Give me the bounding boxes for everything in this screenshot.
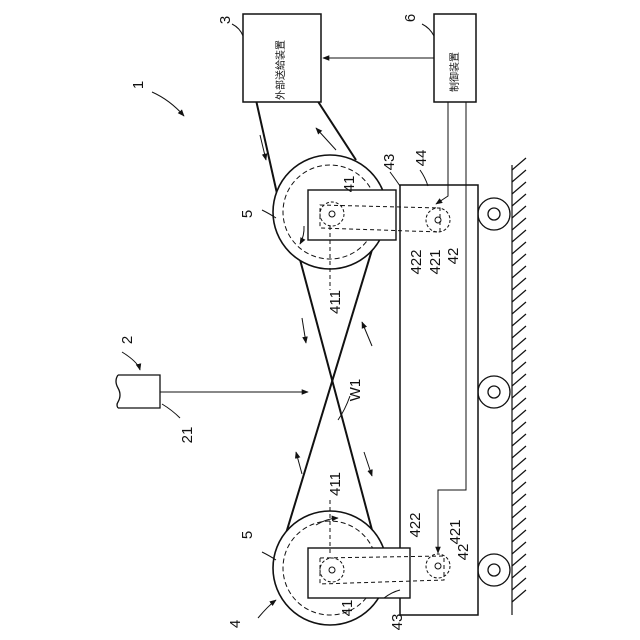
floor-hatch-line: [512, 302, 526, 314]
floor-hatch-line: [512, 530, 526, 542]
label-wire: W1: [347, 379, 364, 402]
label-controller: 6: [402, 14, 419, 22]
label-feeder: 3: [217, 16, 234, 24]
leader-lines: [122, 24, 434, 618]
label-machine: 4: [227, 620, 244, 628]
label-pulley-top: 5: [239, 210, 256, 218]
floor-hatch-line: [512, 158, 526, 170]
label-system: 1: [130, 81, 147, 89]
label-42-bottom: 42: [455, 544, 472, 561]
floor-hatch-line: [512, 326, 526, 338]
label-421-bottom: 421: [447, 519, 464, 544]
floor-hatch-line: [512, 254, 526, 266]
floor-hatch-line: [512, 434, 526, 446]
label-arm-top: 411: [327, 290, 344, 314]
floor-hatch-line: [512, 578, 526, 590]
floor-hatch-line: [512, 170, 526, 182]
floor-hatch-line: [512, 242, 526, 254]
floor-hatch-line: [512, 542, 526, 554]
label-carriage: 44: [413, 150, 430, 167]
floor-hatch-line: [512, 494, 526, 506]
floor-hatch-line: [512, 194, 526, 206]
label-pulley-bottom: 5: [239, 531, 256, 539]
floor-hatch-line: [512, 422, 526, 434]
label-mount-bottom: 43: [389, 614, 406, 631]
floor-hatch-line: [512, 470, 526, 482]
floor-hatch-line: [512, 410, 526, 422]
support-roller-bottom: [478, 554, 510, 586]
label-421-top: 421: [427, 249, 444, 274]
floor-hatch-line: [512, 182, 526, 194]
floor-hatch-line: [512, 518, 526, 530]
floor-hatch-line: [512, 590, 526, 602]
external-feeder-label: 外部送給装置: [274, 40, 287, 100]
floor-hatch-line: [512, 446, 526, 458]
floor-hatch-line: [512, 266, 526, 278]
floor-hatch-line: [512, 458, 526, 470]
floor-hatch-line: [512, 206, 526, 218]
floor-hatch-line: [512, 290, 526, 302]
floor-hatch-line: [512, 230, 526, 242]
floor-hatch-line: [512, 554, 526, 566]
floor-hatch-line: [512, 482, 526, 494]
floor-hatch-line: [512, 350, 526, 362]
label-pin-top: 41: [341, 176, 358, 193]
floor-hatch-line: [512, 506, 526, 518]
label-sensor-head: 21: [179, 427, 196, 444]
floor: [512, 158, 526, 615]
floor-hatch-line: [512, 314, 526, 326]
sensor: [116, 375, 160, 408]
controller-label: 制御装置: [448, 52, 461, 92]
floor-hatch-line: [512, 278, 526, 290]
label-pin-bottom: 41: [339, 600, 356, 617]
floor-hatch-line: [512, 398, 526, 410]
floor-hatch-line: [512, 218, 526, 230]
label-sensor: 2: [119, 336, 136, 344]
label-arm-bottom: 411: [327, 472, 344, 496]
label-422-top: 422: [408, 249, 425, 274]
floor-hatch-line: [512, 362, 526, 374]
floor-hatch-line: [512, 338, 526, 350]
floor-hatch-line: [512, 566, 526, 578]
floor-hatch-line: [512, 374, 526, 386]
label-42-top: 42: [445, 248, 462, 265]
support-roller-middle: [478, 376, 510, 408]
label-mount-top: 43: [381, 154, 398, 171]
floor-hatch-line: [512, 386, 526, 398]
label-422-bottom: 422: [407, 512, 424, 537]
support-roller-top: [478, 198, 510, 230]
